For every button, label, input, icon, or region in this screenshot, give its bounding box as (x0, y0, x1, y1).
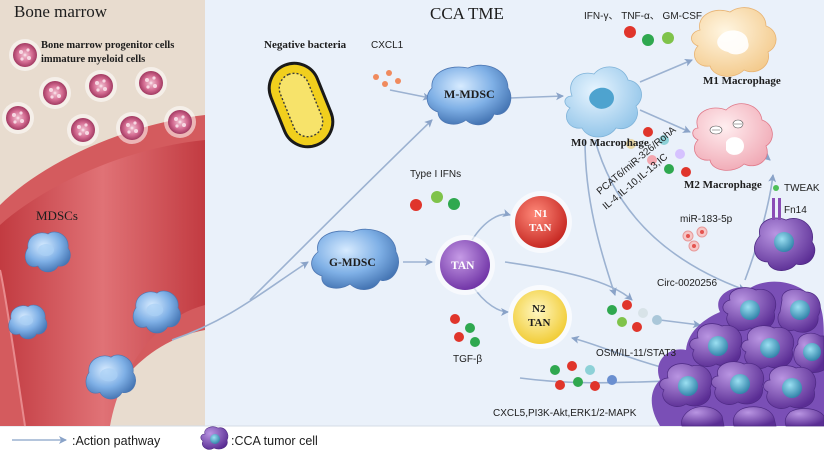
m1-cytokine-molecules (624, 26, 674, 46)
legend-action-pathway-label: :Action pathway (72, 434, 161, 448)
m1-macrophage-label: M1 Macrophage (703, 75, 781, 87)
circ-label: Circ-0020256 (657, 278, 717, 289)
tan-cell (435, 235, 495, 295)
fn14-tumor-cell (754, 185, 816, 271)
osm-molecules (607, 300, 662, 332)
tgf-beta-label: TGF-β (453, 354, 482, 365)
tgf-beta-molecules (450, 314, 480, 347)
m1-macrophage (691, 7, 777, 77)
n1-tan-cell (510, 191, 572, 253)
legend-band (0, 426, 824, 456)
m2-cytokine-molecules (626, 127, 691, 177)
mir183-label: miR-183-5p (680, 214, 733, 225)
cxcl1-label: CXCL1 (371, 40, 404, 51)
g-mdsc-label: G-MDSC (329, 257, 376, 269)
n2-label-line2: TAN (528, 317, 550, 329)
type1-ifn-molecules (410, 191, 460, 211)
n2-tan-cell (508, 285, 572, 349)
n2-label-line1: N2 (532, 303, 546, 315)
tan-label: TAN (451, 260, 475, 272)
tweak-molecule (773, 185, 779, 191)
legend-tumor-cell-icon (200, 426, 229, 450)
blood-vessel-lumen (0, 140, 205, 426)
legend-tumor-cell-label: :CCA tumor cell (231, 434, 318, 448)
osm-label: OSM/IL-11/STAT3 (596, 348, 676, 359)
m2-macrophage-label: M2 Macrophage (684, 179, 762, 191)
fn14-label: Fn14 (784, 205, 807, 216)
n1-label-line2: TAN (529, 222, 551, 234)
text-layer: Bone marrow Bone marrow progenitor cells… (14, 2, 820, 448)
m-mdsc-cell (426, 64, 512, 126)
negative-bacteria-label: Negative bacteria (264, 39, 347, 51)
progenitor-label-line1: Bone marrow progenitor cells (41, 40, 174, 51)
cxcl1-molecules (373, 70, 401, 87)
tme-title: CCA TME (430, 4, 504, 23)
m-mdsc-label: M-MDSC (444, 87, 495, 101)
progenitor-label-line2: immature myeloid cells (41, 54, 145, 65)
m0-macrophage (564, 66, 642, 138)
cxcl5-label: CXCL5,PI3K-Akt,ERK1/2-MAPK (493, 408, 637, 419)
m0-macrophage-label: M0 Macrophage (571, 137, 649, 149)
m1-cytokines-label: IFN-γ、 TNF-α、 GM-CSF (584, 11, 702, 22)
g-mdsc-cell (311, 228, 399, 290)
tumor-cell-cluster (651, 281, 824, 427)
mir183-vesicles (682, 226, 708, 252)
mdscs-label: MDSCs (36, 208, 78, 223)
bone-marrow-title: Bone marrow (14, 2, 108, 21)
tweak-label: TWEAK (784, 183, 820, 194)
m2-macrophage (692, 103, 773, 171)
negative-bacteria (267, 61, 335, 149)
n1-label-line1: N1 (534, 208, 547, 220)
type1-ifns-label: Type I IFNs (410, 169, 461, 180)
cxcl5-molecules (550, 361, 617, 391)
